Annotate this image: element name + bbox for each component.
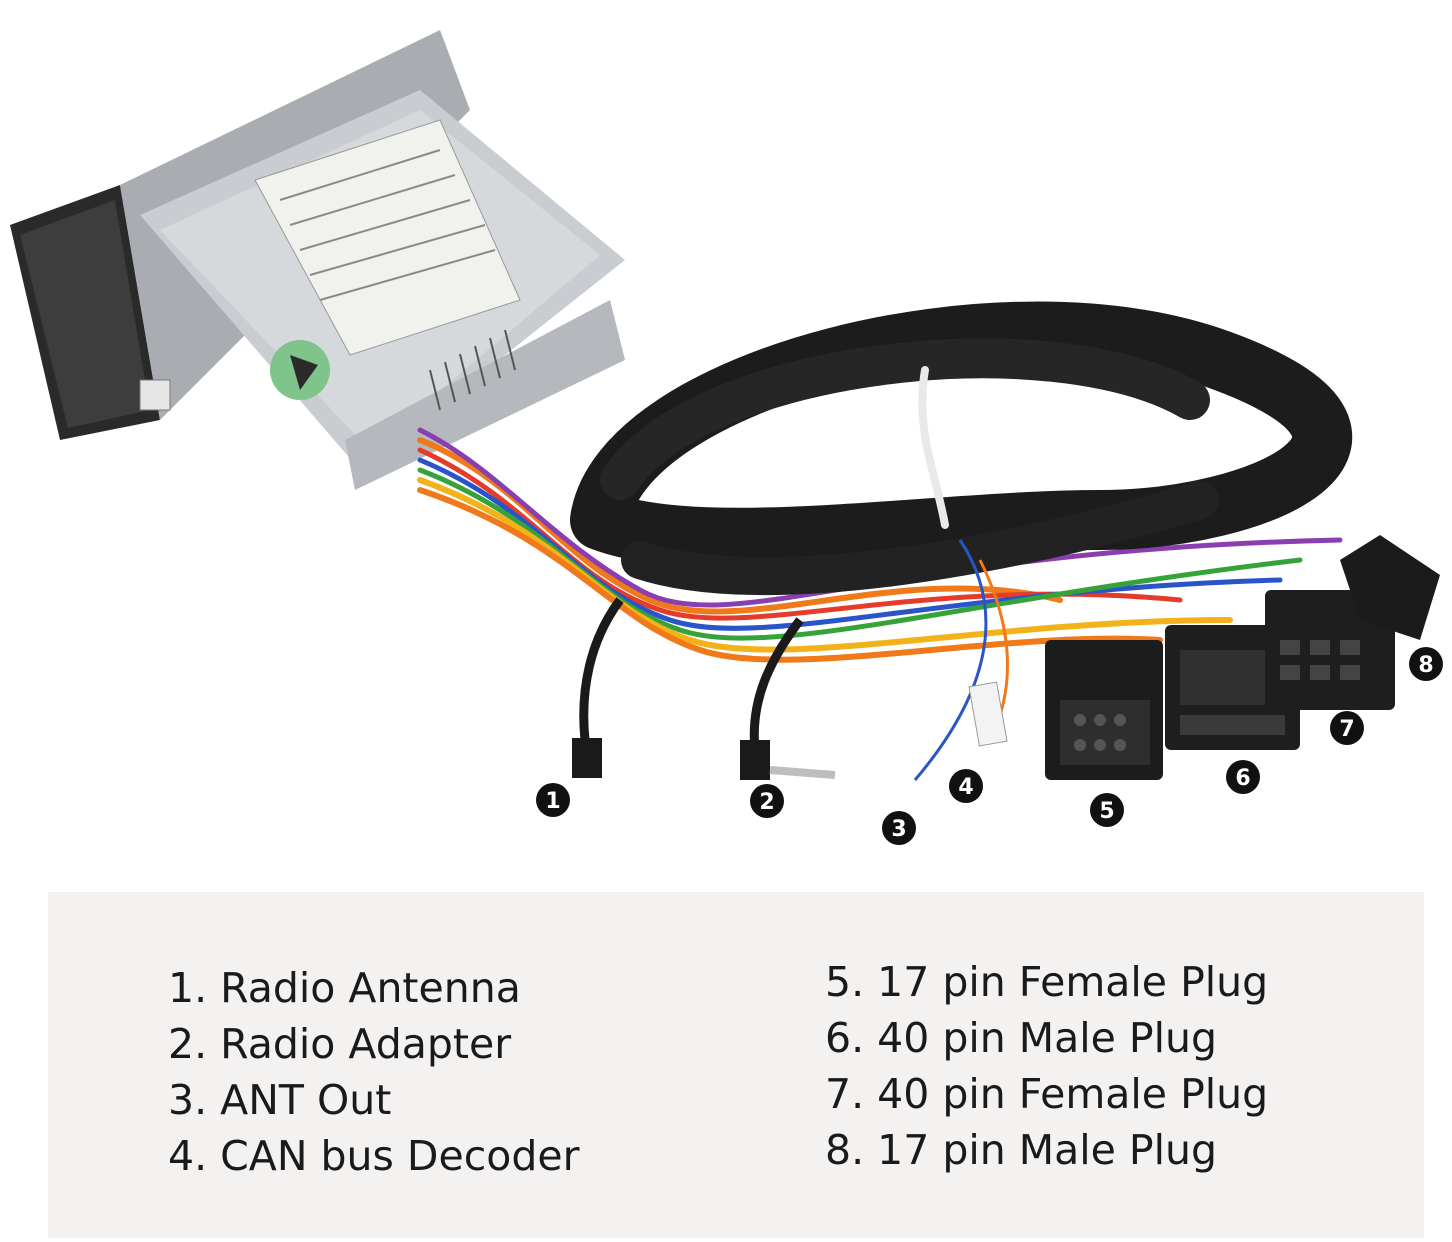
legend-item-5: 5. 17 pin Female Plug (825, 958, 1269, 1006)
connector-17pin-female (1045, 640, 1163, 780)
svg-text:3: 3 (891, 817, 906, 842)
legend-item-6: 6. 40 pin Male Plug (825, 1014, 1218, 1062)
legend-item-2: 2. Radio Adapter (168, 1020, 512, 1068)
svg-text:5: 5 (1099, 799, 1114, 824)
marker-4: 4 (949, 769, 983, 803)
legend-panel: 1. Radio Antenna 2. Radio Adapter 3. ANT… (48, 892, 1424, 1238)
marker-7: 7 (1330, 711, 1364, 745)
marker-3: 3 (882, 811, 916, 845)
canbus-decoder-connector (968, 559, 1009, 747)
svg-text:2: 2 (759, 790, 774, 815)
svg-text:4: 4 (958, 775, 973, 800)
svg-text:1: 1 (545, 789, 560, 814)
radio-adapter-cable (740, 617, 836, 780)
legend-column-right: 5. 17 pin Female Plug 6. 40 pin Male Plu… (825, 954, 1268, 1178)
legend-item-8: 8. 17 pin Male Plug (825, 1126, 1218, 1174)
product-photo: 1 2 3 4 5 6 7 8 (10, 30, 1443, 845)
harness-sleeve (570, 301, 1353, 596)
marker-5: 5 (1090, 793, 1124, 827)
svg-text:6: 6 (1235, 766, 1250, 791)
marker-6: 6 (1226, 760, 1260, 794)
legend-item-7: 7. 40 pin Female Plug (825, 1070, 1269, 1118)
legend-item-4: 4. CAN bus Decoder (168, 1132, 580, 1180)
svg-text:7: 7 (1339, 717, 1354, 742)
svg-text:8: 8 (1418, 653, 1433, 678)
legend-item-3: 3. ANT Out (168, 1076, 392, 1124)
marker-1: 1 (536, 783, 570, 817)
connector-17pin-male (1340, 535, 1440, 640)
radio-antenna-cable (572, 597, 624, 778)
ant-out-wire (913, 539, 988, 781)
legend-item-1: 1. Radio Antenna (168, 964, 521, 1012)
marker-8: 8 (1409, 647, 1443, 681)
legend-column-left: 1. Radio Antenna 2. Radio Adapter 3. ANT… (168, 960, 579, 1184)
wire-bundle (417, 427, 1343, 663)
marker-2: 2 (750, 784, 784, 818)
head-unit (10, 30, 625, 490)
